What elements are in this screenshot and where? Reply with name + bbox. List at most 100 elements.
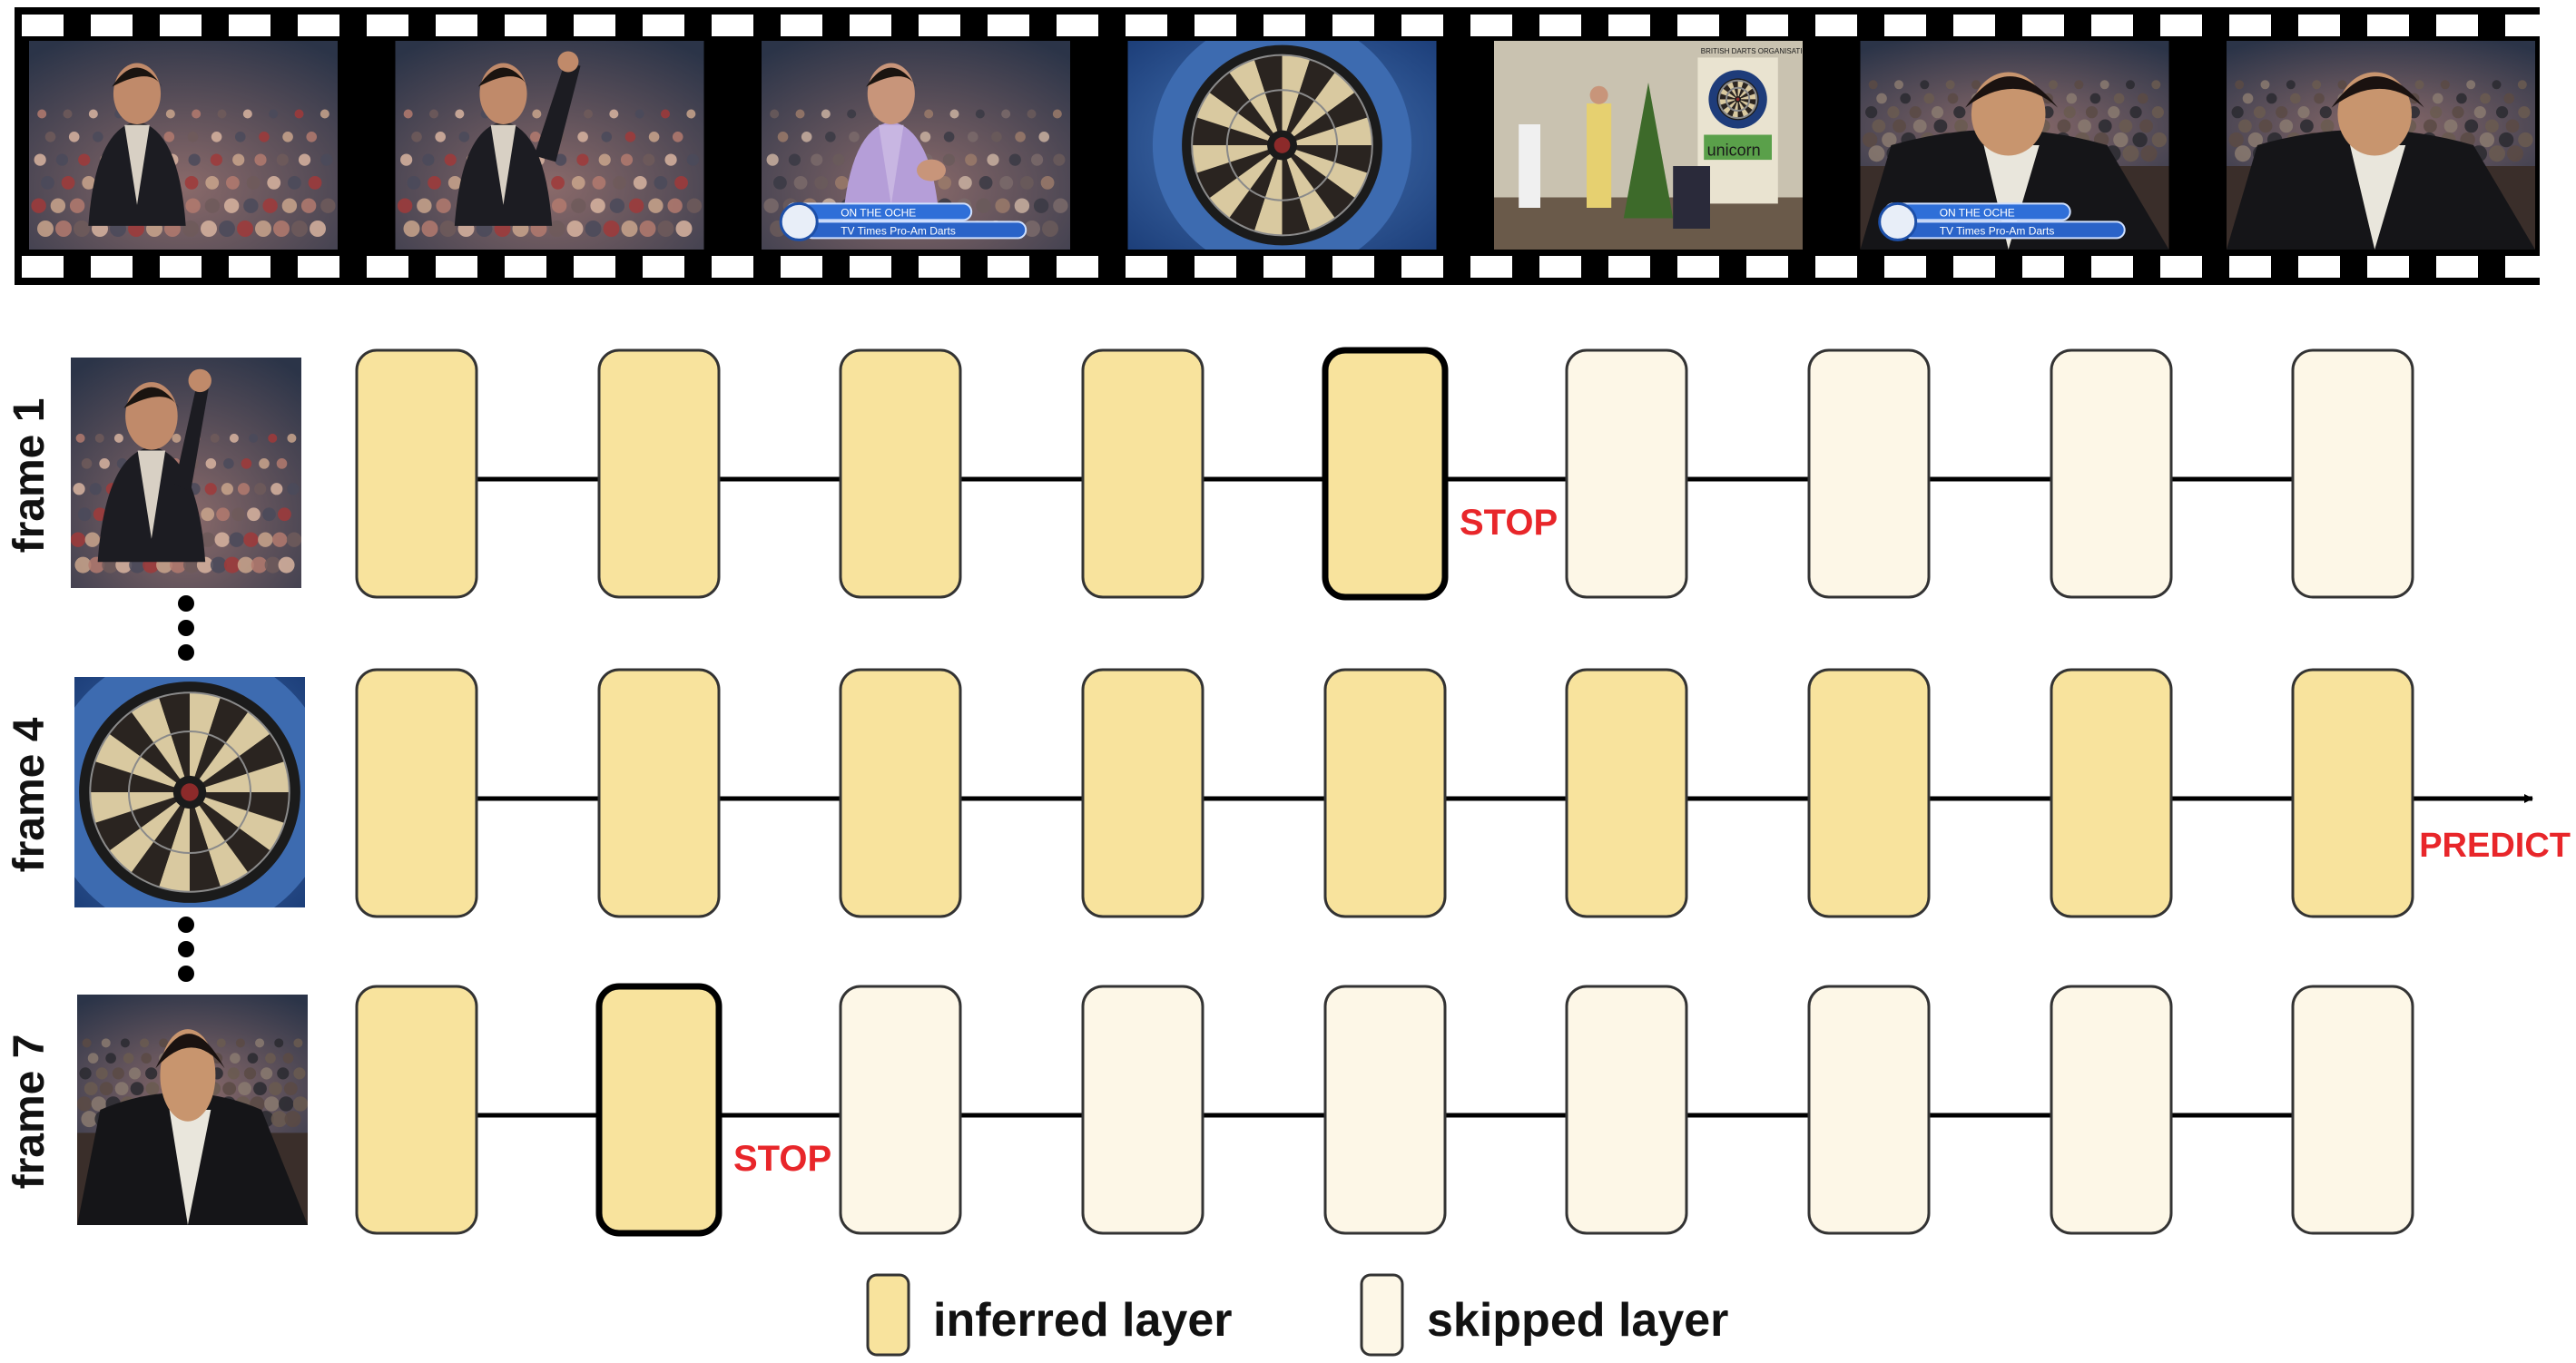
skipped-layer bbox=[1081, 985, 1204, 1235]
predict-label: PREDICT bbox=[2419, 827, 2571, 865]
film-perforations-bottom bbox=[22, 256, 2547, 278]
frame-caption-line: ON THE OCHE bbox=[1940, 206, 2015, 219]
inferred-layer bbox=[1081, 668, 1204, 918]
perforation bbox=[2367, 256, 2409, 278]
frame-label: frame 1 bbox=[5, 398, 54, 554]
perforation bbox=[160, 256, 202, 278]
legend-inferred-label: inferred layer bbox=[933, 1294, 1233, 1347]
perforation bbox=[1263, 256, 1305, 278]
perforation bbox=[2022, 15, 2064, 36]
perforation bbox=[919, 256, 960, 278]
perforation bbox=[1746, 256, 1788, 278]
skipped-layer bbox=[839, 985, 962, 1235]
perforation bbox=[160, 15, 202, 36]
perforation bbox=[505, 15, 546, 36]
inferred-layer bbox=[839, 348, 962, 599]
skipped-layer bbox=[2291, 348, 2414, 599]
skipped-layer bbox=[2050, 985, 2173, 1235]
skipped-layer bbox=[1807, 985, 1931, 1235]
perforation bbox=[2091, 256, 2133, 278]
perforation bbox=[1470, 15, 1512, 36]
frame-row-2: frame 4 PREDICT bbox=[5, 668, 2571, 918]
perforation bbox=[1539, 15, 1581, 36]
perforation bbox=[2298, 256, 2340, 278]
inferred-layer bbox=[1323, 668, 1447, 918]
perforation bbox=[436, 256, 477, 278]
frame-caption-line: ON THE OCHE bbox=[841, 206, 916, 219]
perforation bbox=[1677, 15, 1719, 36]
perforation bbox=[1608, 15, 1650, 36]
perforation bbox=[1746, 15, 1788, 36]
perforation bbox=[1884, 15, 1926, 36]
perforation bbox=[1057, 256, 1098, 278]
perforation bbox=[2436, 256, 2478, 278]
perforation bbox=[436, 15, 477, 36]
skipped-layer bbox=[1807, 348, 1931, 599]
inferred-layer bbox=[1807, 668, 1931, 918]
inferred-layer bbox=[597, 668, 721, 918]
perforation bbox=[22, 15, 64, 36]
perforation bbox=[2505, 256, 2547, 278]
perforation bbox=[367, 256, 408, 278]
legend-skipped-label: skipped layer bbox=[1427, 1294, 1728, 1347]
perforation bbox=[1815, 256, 1857, 278]
perforation bbox=[229, 256, 270, 278]
stop-label: STOP bbox=[733, 1139, 831, 1179]
perforation bbox=[2367, 15, 2409, 36]
skipped-layer bbox=[2050, 348, 2173, 599]
stage-sign-text: unicorn bbox=[1707, 142, 1761, 160]
perforation bbox=[1057, 15, 1098, 36]
inferred-layer bbox=[355, 985, 478, 1235]
film-frame-1 bbox=[29, 41, 338, 250]
perforation bbox=[91, 256, 133, 278]
perforation bbox=[2229, 15, 2271, 36]
perforation bbox=[2505, 15, 2547, 36]
perforation bbox=[229, 15, 270, 36]
perforation bbox=[712, 256, 753, 278]
perforation bbox=[1263, 15, 1305, 36]
perforation bbox=[1884, 256, 1926, 278]
perforation bbox=[643, 15, 684, 36]
perforation bbox=[2436, 15, 2478, 36]
ellipsis-dots-upper bbox=[178, 595, 194, 661]
perforation bbox=[1332, 15, 1374, 36]
stop-label: STOP bbox=[1460, 503, 1558, 543]
stage-banner-text: BRITISH DARTS ORGANISATION bbox=[1701, 47, 1814, 55]
perforation bbox=[298, 256, 339, 278]
perforation bbox=[1815, 15, 1857, 36]
perforation bbox=[505, 256, 546, 278]
inferred-layer bbox=[2291, 668, 2414, 918]
frame-row-1: frame 1 STOP bbox=[5, 347, 2414, 601]
frame-thumbnail bbox=[74, 677, 305, 907]
film-frame-5: unicorn BRITISH DARTS ORGANISATION bbox=[1494, 41, 1814, 250]
perforation bbox=[1953, 256, 1995, 278]
inferred-layer bbox=[839, 668, 962, 918]
perforation bbox=[643, 256, 684, 278]
perforation bbox=[22, 256, 64, 278]
film-perforations-top bbox=[22, 15, 2547, 36]
perforation bbox=[91, 15, 133, 36]
legend-skipped-swatch bbox=[1360, 1273, 1404, 1357]
perforation bbox=[988, 256, 1029, 278]
perforation bbox=[1470, 256, 1512, 278]
frame-thumbnail bbox=[71, 358, 301, 588]
inferred-layer bbox=[1565, 668, 1688, 918]
perforation bbox=[712, 15, 753, 36]
perforation bbox=[781, 15, 822, 36]
film-frame-2 bbox=[395, 41, 704, 250]
frame-label: frame 4 bbox=[5, 717, 54, 872]
perforation bbox=[574, 256, 615, 278]
perforation bbox=[1126, 256, 1167, 278]
perforation bbox=[1953, 15, 1995, 36]
skipped-layer bbox=[1565, 985, 1688, 1235]
frame-thumbnail bbox=[77, 995, 308, 1225]
skipped-layer bbox=[2291, 985, 2414, 1235]
perforation bbox=[850, 15, 891, 36]
perforation bbox=[2229, 256, 2271, 278]
